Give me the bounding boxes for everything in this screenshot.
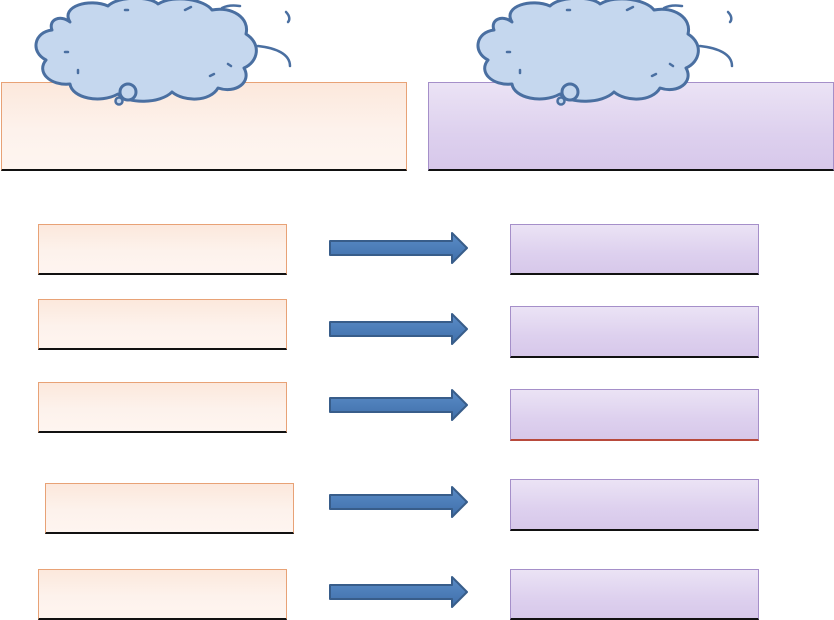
left-box-4: [45, 483, 294, 534]
right-box-4: [510, 479, 759, 531]
thought-cloud-left-icon: [34, 0, 292, 106]
right-box-1: [510, 224, 759, 275]
left-box-1: [38, 224, 287, 275]
right-box-3: [510, 389, 759, 441]
left-box-5: [38, 569, 287, 620]
right-box-5: [510, 569, 759, 620]
arrow-2-icon: [329, 313, 468, 345]
left-box-2: [38, 299, 287, 350]
arrow-5-icon: [329, 576, 468, 608]
left-box-3: [38, 382, 287, 433]
arrow-4-icon: [329, 486, 468, 518]
right-box-2: [510, 306, 759, 358]
thought-cloud-right-icon: [476, 0, 734, 106]
arrow-1-icon: [329, 232, 468, 264]
arrow-3-icon: [329, 389, 468, 421]
